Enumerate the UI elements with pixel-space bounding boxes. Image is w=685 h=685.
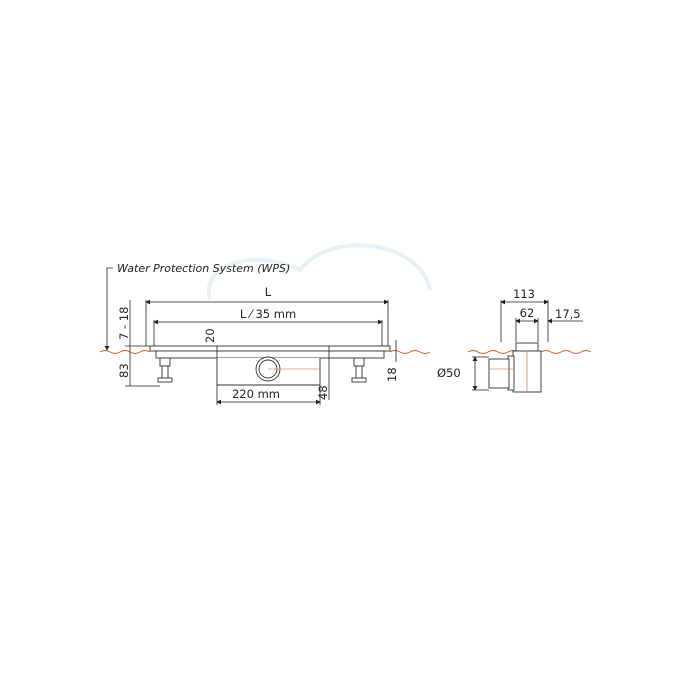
dim-220-label: 220 mm (232, 387, 280, 401)
dim-L-label: L (265, 285, 272, 299)
dim-17-5-label: 17,5 (555, 307, 581, 321)
drain-channel (149, 345, 391, 386)
adjustable-foot-left (157, 357, 173, 383)
dim-48-label: 48 (316, 385, 330, 400)
dim-62-label: 62 (520, 306, 535, 320)
watermark-logo (206, 243, 432, 301)
wps-label: Water Protection System (WPS) (117, 262, 290, 275)
dim-83-label: 83 (117, 363, 131, 378)
wps-leader (104, 267, 113, 351)
dim-L-minus-label: L ⁄ 35 mm (240, 307, 296, 321)
dim-18-label: 18 (385, 367, 399, 382)
dim-d50-label: Ø50 (437, 366, 461, 380)
floor-line-right (467, 350, 592, 354)
dim-20-label: 20 (203, 328, 217, 343)
side-view-outlet (488, 342, 542, 393)
dim-113-label: 113 (513, 287, 535, 301)
floor-line-left (99, 350, 431, 354)
adjustable-foot-right (351, 357, 367, 383)
dim-7-18-label: 7 - 18 (117, 307, 131, 340)
